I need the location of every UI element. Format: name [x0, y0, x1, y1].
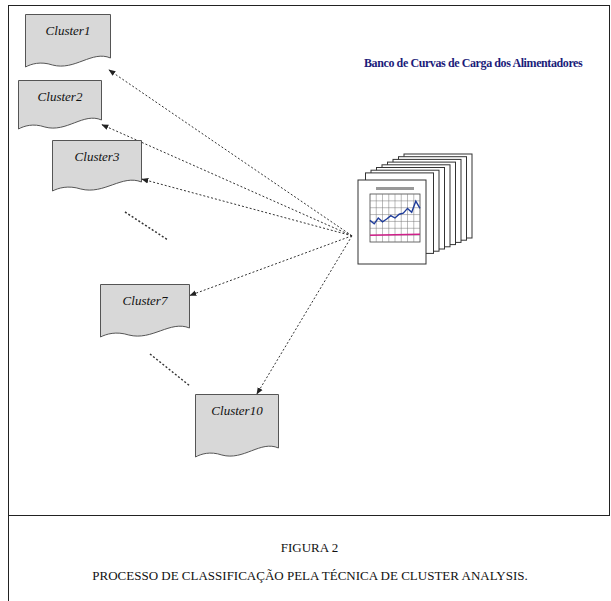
front-page	[358, 180, 426, 264]
ellipsis-dots	[150, 354, 190, 386]
figure-number: FIGURA 2	[8, 540, 611, 556]
chart-area	[370, 194, 420, 242]
cluster-document: Cluster2	[18, 80, 102, 132]
cluster-label: Cluster7	[100, 284, 190, 309]
cluster-document: Cluster1	[25, 14, 111, 70]
page-stack-illustration	[352, 148, 470, 270]
document-outline	[25, 14, 111, 70]
frame-border	[9, 6, 610, 516]
data-bank: Banco de Curvas de Carga dos Alimentador…	[352, 148, 470, 270]
chart-grid	[370, 235, 420, 236]
dotted-arrow	[142, 179, 352, 236]
frame-left-line	[8, 516, 9, 601]
data-bank-title: Banco de Curvas de Carga dos Alimentador…	[364, 56, 582, 71]
document-shape	[19, 81, 102, 130]
cluster-document: Cluster3	[52, 140, 142, 194]
document-shape	[53, 141, 142, 192]
cluster-label: Cluster10	[195, 394, 279, 419]
load-curve-pink	[370, 234, 420, 237]
document-outline	[100, 284, 190, 340]
dotted-arrow	[109, 70, 352, 236]
figure-caption: PROCESSO DE CLASSIFICAÇÃO PELA TÉCNICA D…	[90, 568, 530, 583]
ellipsis-dots	[125, 212, 168, 240]
cluster-label: Cluster3	[52, 140, 142, 165]
cluster-document: Cluster10	[195, 394, 279, 460]
cluster-document: Cluster7	[100, 284, 190, 340]
cluster-label: Cluster1	[25, 14, 111, 39]
document-shape	[26, 15, 111, 68]
dotted-arrow	[257, 236, 352, 394]
chart-title-mark	[376, 187, 414, 190]
document-shape	[196, 395, 279, 458]
load-curve	[370, 201, 420, 224]
cluster-label: Cluster2	[18, 80, 102, 105]
dotted-arrow	[190, 236, 352, 296]
document-shape	[101, 285, 190, 338]
document-outline	[52, 140, 142, 194]
document-outline	[18, 80, 102, 132]
